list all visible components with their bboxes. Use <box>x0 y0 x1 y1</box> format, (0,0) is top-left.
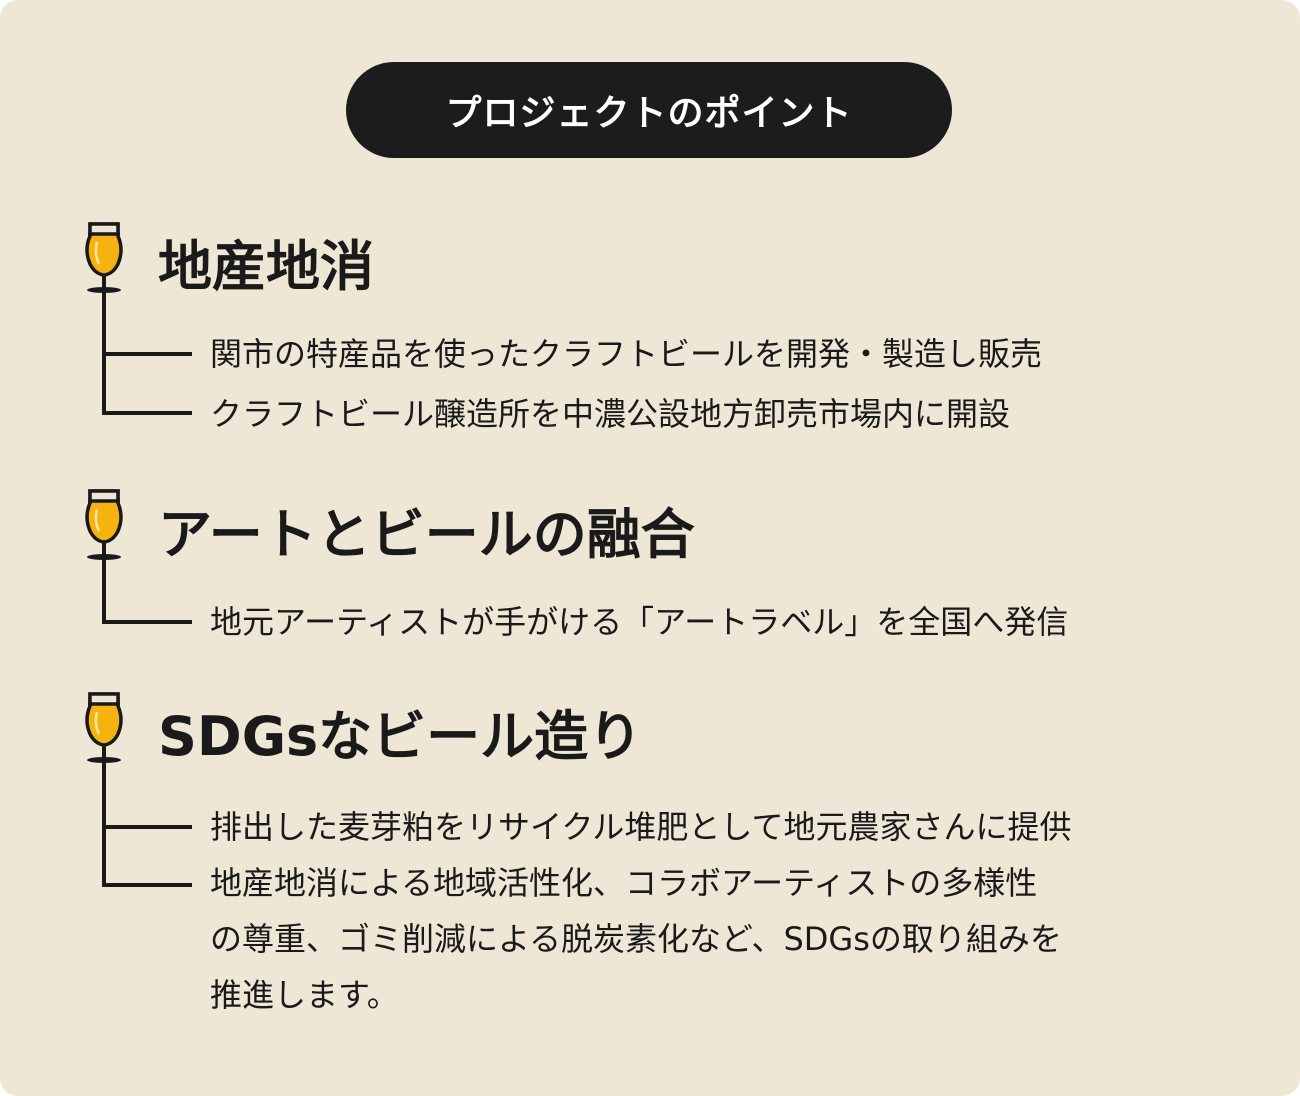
tree-branch <box>102 411 192 415</box>
tree-branch <box>102 883 192 887</box>
beer-glass-icon <box>85 489 123 562</box>
list-item: クラフトビール醸造所を中濃公設地方卸売市場内に開設 <box>210 395 1011 433</box>
list-item: 地産地消による地域活性化、コラボアーティストの多様性 の尊重、ゴミ削減による脱炭… <box>210 855 1062 1023</box>
list-item-line: 推進します。 <box>210 976 399 1014</box>
tree-branch <box>102 352 192 356</box>
tree-line <box>102 559 106 624</box>
list-item-line: 地産地消による地域活性化、コラボアーティストの多様性 <box>210 864 1038 902</box>
section-heading: アートとビールの融合 <box>158 503 695 566</box>
list-item: 排出した麦芽粕をリサイクル堆肥として地元農家さんに提供 <box>210 808 1072 846</box>
beer-glass-icon <box>85 692 123 765</box>
beer-glass-icon <box>85 222 123 295</box>
section-heading: 地産地消 <box>158 235 374 298</box>
list-item: 地元アーティストが手がける「アートラベル」を全国へ発信 <box>210 603 1069 641</box>
tree-branch <box>102 620 192 624</box>
section-heading: SDGsなビール造り <box>158 705 643 768</box>
tree-branch <box>102 825 192 829</box>
title-badge: プロジェクトのポイント <box>346 62 952 158</box>
list-item-line: の尊重、ゴミ削減による脱炭素化など、SDGsの取り組みを <box>210 920 1062 958</box>
tree-line <box>102 762 106 887</box>
list-item: 関市の特産品を使ったクラフトビールを開発・製造し販売 <box>210 335 1043 373</box>
